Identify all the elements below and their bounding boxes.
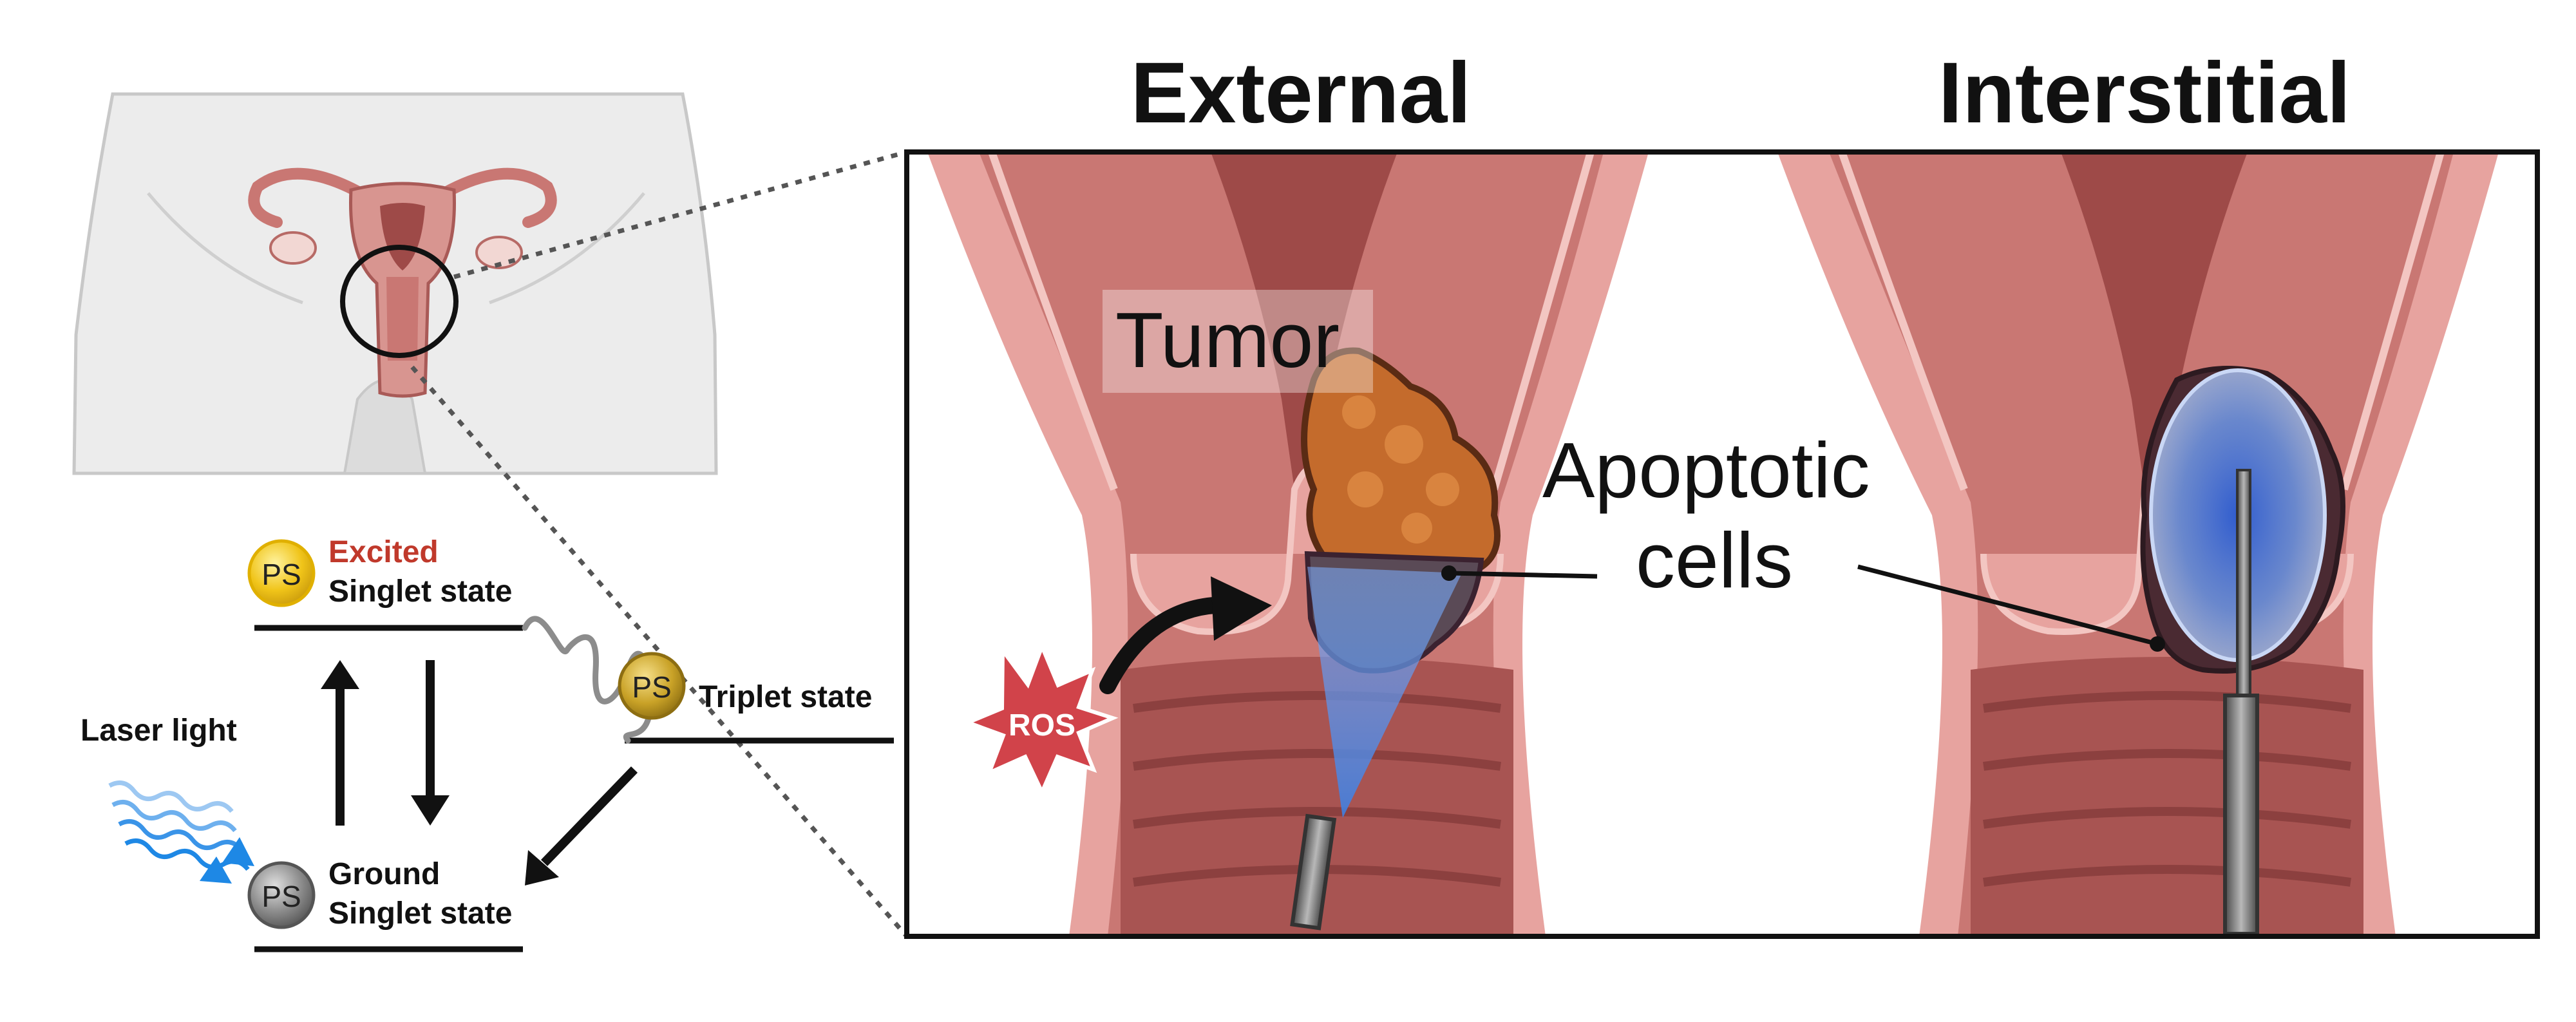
interstitial-needle xyxy=(2236,469,2251,703)
absorption-arrow-head xyxy=(321,660,359,689)
triplet-decay-arrow xyxy=(540,766,638,866)
ps-triplet-text: PS xyxy=(632,670,671,704)
body-contour-right xyxy=(489,192,645,305)
apoptotic-pointer-dot-external xyxy=(1441,565,1457,581)
laser-arrow-head-2 xyxy=(200,856,232,884)
jablonski-diagram xyxy=(108,539,894,952)
zoom-line-bottom xyxy=(410,365,909,938)
apoptotic-label-line1: Apoptotic xyxy=(1542,426,1870,514)
body-illustration xyxy=(72,92,718,475)
ps-excited-icon xyxy=(247,539,316,607)
panel-border xyxy=(904,149,2540,939)
interstitial-title: Interstitial xyxy=(1938,45,2351,141)
ground-state-label: Singlet state xyxy=(328,896,512,931)
external-title: External xyxy=(1131,45,1472,141)
excited-word: Excited xyxy=(328,535,439,569)
laser-arrow-head-1 xyxy=(222,837,254,866)
ros-arrow-head xyxy=(1211,576,1272,641)
apoptotic-pointer-dot-interstitial xyxy=(2150,636,2165,652)
ground-word: Ground xyxy=(328,857,440,891)
laser-light-label: Laser light xyxy=(80,714,237,748)
ps-ground-icon xyxy=(247,861,316,929)
ps-triplet-icon xyxy=(618,652,686,720)
external-probe xyxy=(1290,813,1337,931)
body-contour-left xyxy=(147,192,303,305)
light-cone xyxy=(1307,567,1462,818)
tumor-label-bg xyxy=(1103,290,1373,393)
laser-light-waves xyxy=(108,781,254,884)
apoptotic-pointer-external xyxy=(1448,571,1598,579)
region-highlight-circle xyxy=(340,245,459,358)
ps-ground-text: PS xyxy=(261,880,301,913)
interstitial-probe xyxy=(2223,694,2259,936)
triplet-state-label: Triplet state xyxy=(699,680,872,714)
main-panel xyxy=(907,152,2537,936)
tumor-label: Tumor xyxy=(1115,296,1340,384)
ps-excited-text: PS xyxy=(261,558,301,591)
apoptotic-label-line2: cells xyxy=(1636,516,1793,604)
excited-state-label: Singlet state xyxy=(328,574,512,609)
triplet-decay-arrow-head xyxy=(525,850,559,885)
ros-label: ROS xyxy=(1009,708,1075,743)
ros-burst xyxy=(962,641,1119,797)
apoptotic-pointer-interstitial xyxy=(1857,564,2158,647)
relaxation-arrow-head xyxy=(411,795,450,826)
